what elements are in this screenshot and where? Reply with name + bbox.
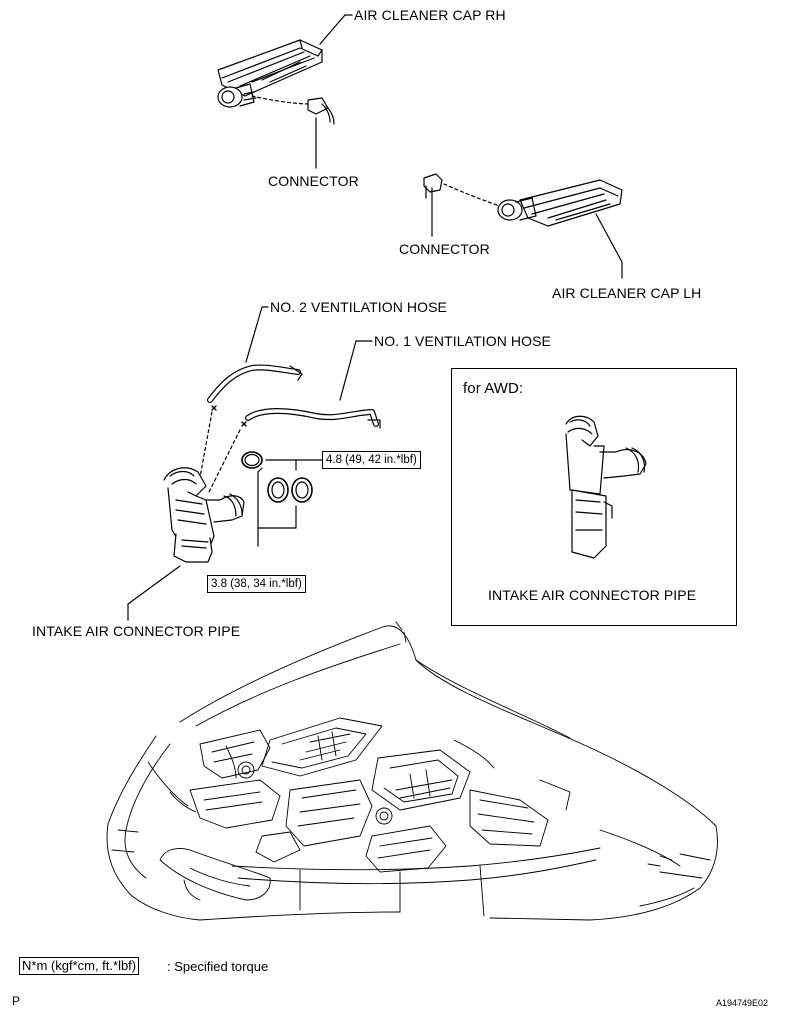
- air-cleaner-cap-rh: [217, 39, 323, 108]
- intake-air-connector-pipe: [163, 467, 245, 563]
- label-connector-2: CONNECTOR: [399, 241, 490, 257]
- rh-cap-leader: [319, 14, 346, 45]
- awd-title: for AWD:: [463, 380, 524, 397]
- footer-left-mark: P: [12, 994, 21, 1008]
- clamp-upper: [241, 451, 263, 469]
- torque-legend-description: : Specified torque: [167, 959, 269, 974]
- label-no1-ventilation-hose: NO. 1 VENTILATION HOSE: [374, 333, 551, 349]
- lh-connector-dashed-line: [443, 183, 501, 207]
- no2-hose-dashed-line: [197, 411, 213, 489]
- lh-cap-leader: [595, 213, 623, 279]
- torque-unit-legend-box: N*m (kgf*cm, ft.*lbf): [19, 957, 140, 975]
- no1-hose-clip: [241, 421, 247, 427]
- torque-upper-bracket: [257, 459, 323, 547]
- label-intake-air-connector-pipe: INTAKE AIR CONNECTOR PIPE: [32, 623, 241, 639]
- label-connector-1: CONNECTOR: [268, 173, 359, 189]
- no2-ventilation-hose: [207, 364, 303, 403]
- awd-intake-air-connector-pipe: [565, 415, 647, 559]
- awd-inset-box: [451, 368, 737, 626]
- label-air-cleaner-cap-lh: AIR CLEANER CAP LH: [552, 285, 702, 301]
- vehicle-engine-bay: [106, 621, 718, 921]
- no1-ventilation-hose: [245, 408, 381, 429]
- clamp-pair: [267, 477, 313, 503]
- no2-hose-leader: [245, 306, 269, 363]
- no1-hose-leader: [339, 340, 373, 401]
- figure-id: A194749E02: [716, 998, 769, 1008]
- no2-hose-clip: [211, 405, 217, 411]
- intake-pipe-leader: [127, 565, 181, 621]
- label-no2-ventilation-hose: NO. 2 VENTILATION HOSE: [270, 299, 447, 315]
- torque-spec-lower: 3.8 (38, 34 in.*lbf): [207, 575, 306, 593]
- torque-spec-upper: 4.8 (49, 42 in.*lbf): [322, 451, 421, 469]
- connector-1-part: [307, 97, 335, 125]
- rh-connector-dashed-line: [251, 95, 313, 105]
- connector-2-part: [423, 173, 443, 199]
- no1-hose-dashed-line: [207, 429, 241, 495]
- label-air-cleaner-cap-rh: AIR CLEANER CAP RH: [354, 7, 506, 23]
- air-cleaner-cap-lh: [497, 179, 623, 227]
- label-awd-intake-air-connector-pipe: INTAKE AIR CONNECTOR PIPE: [488, 587, 697, 603]
